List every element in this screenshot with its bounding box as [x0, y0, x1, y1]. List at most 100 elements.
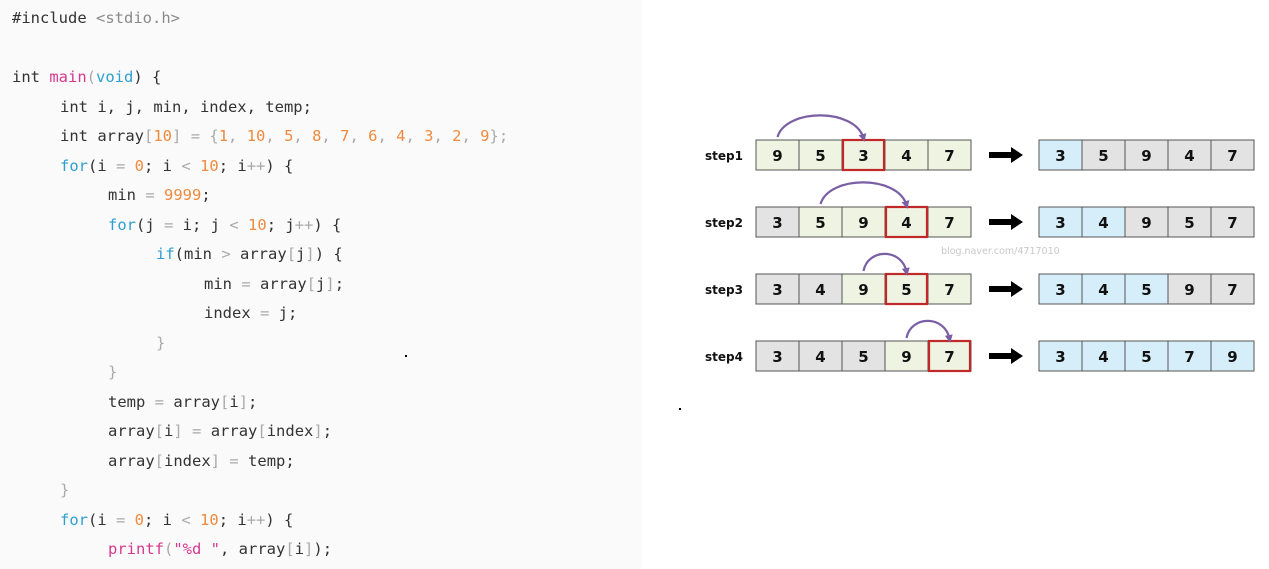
code-token: 9 [480, 127, 490, 145]
code-token: ( [164, 540, 174, 558]
result-cell [1210, 139, 1255, 171]
code-token: 5 [284, 127, 294, 145]
result-value: 4 [1098, 281, 1108, 299]
cell-value: 5 [815, 147, 825, 165]
code-token: [ [306, 274, 317, 293]
code-line: index = j; [204, 298, 297, 328]
result-value: 7 [1184, 348, 1194, 366]
code-token: printf [108, 540, 164, 558]
code-line: for(i = 0; i < 10; i++) { [60, 151, 293, 181]
code-line: for(j = i; j < 10; j++) { [108, 210, 341, 240]
cell-value: 7 [944, 281, 954, 299]
cell-value: 4 [815, 348, 825, 366]
array-cell [798, 139, 843, 171]
result-value: 5 [1141, 348, 1151, 366]
code-token: < [181, 510, 201, 529]
result-cell [1081, 273, 1126, 305]
code-line: } [60, 475, 69, 505]
code-token: [ [285, 540, 295, 558]
code-token: = [182, 422, 211, 440]
code-token: for [108, 215, 136, 234]
cell-value: 3 [772, 348, 782, 366]
code-line: #include <stdio.h> [12, 3, 180, 33]
code-token: 0 [134, 156, 145, 175]
code-token: ); [313, 540, 333, 558]
code-token: 1 [218, 127, 229, 145]
code-token: (i [88, 510, 116, 529]
cell-value: 4 [815, 281, 825, 299]
code-line: } [60, 564, 69, 569]
code-token: , [321, 127, 341, 145]
code-token: index [266, 422, 314, 440]
result-value: 5 [1184, 214, 1194, 232]
cell-value: 9 [772, 147, 782, 165]
code-line: } [156, 328, 165, 358]
code-token: <stdio.h> [96, 9, 180, 27]
code-token: ] [210, 451, 221, 470]
result-cell [1210, 273, 1255, 305]
code-token: 10 [248, 215, 267, 234]
right-arrow-icon [989, 348, 1023, 364]
result-cell [1210, 340, 1255, 372]
result-cell [1038, 139, 1083, 171]
result-value: 7 [1227, 214, 1237, 232]
watermark-text: blog.naver.com/4717010 [941, 246, 1060, 257]
code-token: = [116, 510, 135, 529]
array-cell [755, 206, 800, 238]
code-token: for [60, 156, 88, 175]
code-token: ; [248, 392, 258, 411]
result-cell [1167, 273, 1212, 305]
code-token: (i [88, 156, 116, 175]
code-token: (j [136, 215, 164, 234]
swap-arc-arrow [819, 181, 910, 209]
code-token: 10 [246, 127, 266, 145]
code-token: 10 [200, 156, 219, 175]
code-token: > [221, 245, 241, 263]
code-token: array [173, 392, 221, 411]
result-cell [1124, 273, 1169, 305]
code-line: printf("%d ", array[i]); [108, 534, 332, 564]
code-token: i; j [182, 215, 230, 234]
code-token: ) { [313, 215, 342, 234]
code-token: , [377, 127, 397, 145]
code-token: ++ [294, 215, 314, 234]
result-cell [1081, 340, 1126, 372]
array-cell [755, 340, 800, 372]
code-token: int i, j, min, index, temp; [60, 97, 312, 116]
code-token: = [241, 274, 260, 293]
result-cell [1081, 206, 1126, 238]
array-cell [884, 340, 929, 372]
cell-value: 5 [901, 281, 911, 299]
result-value: 9 [1141, 214, 1151, 232]
code-token: array [210, 422, 258, 440]
code-token: min [108, 186, 146, 204]
code-token: ++ [246, 510, 266, 529]
cell-value: 4 [901, 147, 911, 165]
code-token: , [228, 127, 247, 145]
code-token: index [164, 451, 211, 470]
code-token: j [316, 274, 326, 293]
code-token: , [461, 127, 481, 145]
code-token: < [229, 215, 249, 234]
code-token: 9999 [164, 186, 202, 204]
code-token: ; j [266, 215, 295, 234]
code-token: int array [60, 127, 144, 145]
code-line: min = array[j]; [204, 269, 344, 299]
code-token: = [260, 304, 279, 322]
array-cell [798, 206, 843, 238]
code-token: min [204, 274, 242, 293]
code-token: array [260, 274, 307, 293]
code-token: ] [305, 245, 315, 263]
code-line: int array[10] = {1, 10, 5, 8, 7, 6, 4, 3… [60, 121, 508, 151]
code-line: array[i] = array[index]; [108, 416, 332, 446]
code-token: , [265, 127, 285, 145]
code-token: ; i [218, 510, 247, 529]
code-token: 6 [368, 127, 378, 145]
result-cell [1124, 206, 1169, 238]
code-token: i [229, 392, 239, 411]
code-token: int [12, 68, 50, 86]
swap-arc-arrow [776, 114, 867, 142]
